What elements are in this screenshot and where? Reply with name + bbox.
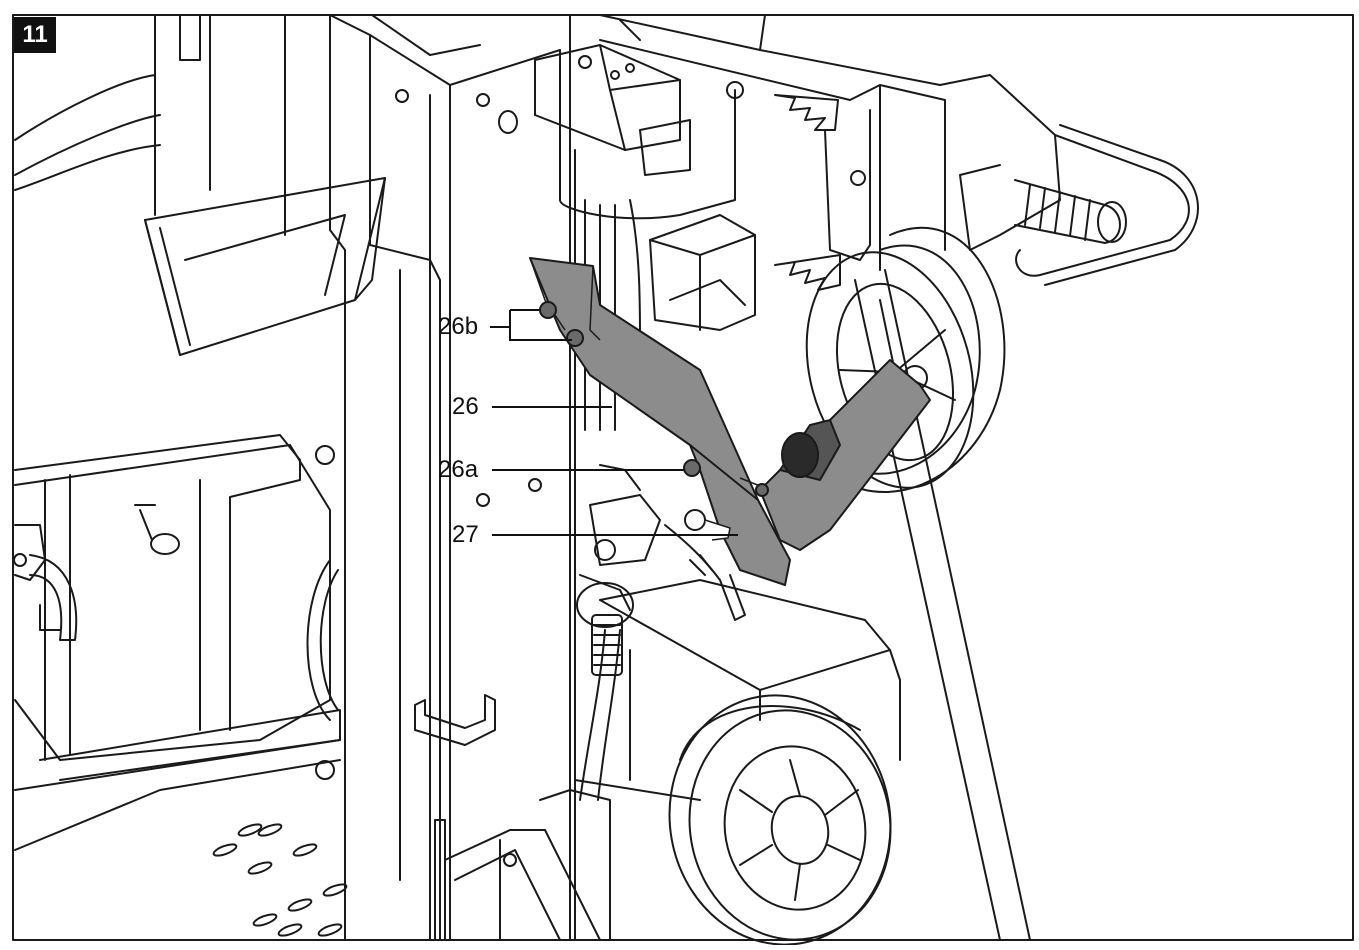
- lower-clamp: [774, 254, 841, 291]
- base-slots: [212, 823, 348, 937]
- upper-wheel: [839, 227, 1006, 493]
- lever-assembly: [529, 257, 931, 586]
- figure-number-badge: 11: [14, 17, 56, 53]
- callout-label-26: 26: [452, 393, 479, 420]
- control-valve: [649, 214, 756, 331]
- lower-wheel: [668, 694, 892, 946]
- splitting-column: [154, 14, 331, 236]
- side-plate: [14, 444, 331, 761]
- splitting-wedge: [144, 177, 386, 356]
- callout-label-26b: 26b: [438, 313, 479, 340]
- left-curved-tube: [14, 74, 161, 176]
- hydraulic-block: [534, 44, 681, 151]
- figure-frame: [12, 14, 1354, 941]
- main-column: [329, 14, 451, 941]
- leader-26b: [490, 309, 572, 341]
- upper-clamp: [774, 94, 839, 131]
- hydraulic-hose: [579, 629, 621, 801]
- handle-grip: [1014, 179, 1121, 244]
- callout-label-27: 27: [452, 521, 479, 548]
- small-bracket: [414, 694, 496, 746]
- bottom-beam: [444, 829, 601, 941]
- callout-label-26a: 26a: [438, 456, 479, 483]
- lower-housing: [599, 579, 901, 761]
- lever-plate-27: [689, 444, 791, 586]
- lever-arm-26: [529, 257, 759, 506]
- upper-frame: [599, 14, 1061, 251]
